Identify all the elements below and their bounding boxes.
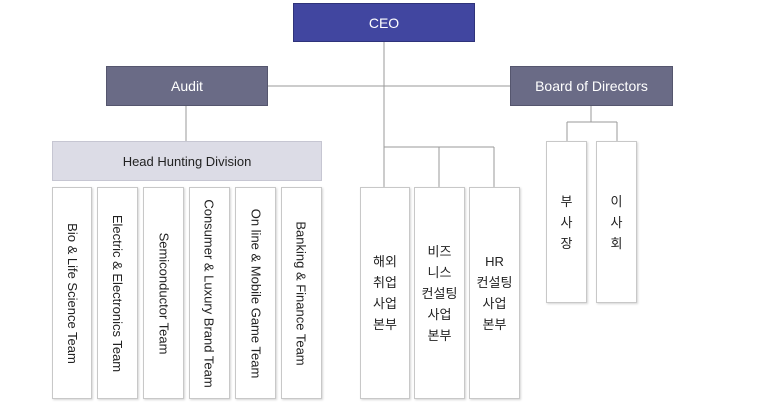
team-label: On line & Mobile Game Team (248, 208, 263, 378)
board-member-label: 이 사 회 (610, 193, 623, 251)
team-label: Banking & Finance Team (294, 220, 310, 366)
board-member-card-vice-president: 부 사 장 (546, 141, 587, 303)
hq-label: HR 컨설팅 사업 본부 (476, 254, 513, 332)
team-card-consumer-luxury-brand: Consumer & Luxury Brand Team (189, 187, 230, 399)
ceo-box: CEO (293, 3, 475, 42)
team-card-electric-electronics: Electric & Electronics Team (97, 187, 138, 399)
hq-label: 해외 취업 사업 본부 (373, 254, 397, 332)
team-card-bio-life-science: Bio & Life Science Team (52, 187, 92, 399)
board-of-directors-box: Board of Directors (510, 66, 673, 106)
audit-label: Audit (171, 78, 203, 94)
audit-box: Audit (106, 66, 268, 106)
hq-card-overseas-employment: 해외 취업 사업 본부 (360, 187, 410, 399)
hq-card-business-consulting: 비즈 니스 컨설팅 사업 본부 (414, 187, 465, 399)
hq-label: 비즈 니스 컨설팅 사업 본부 (421, 243, 458, 343)
hq-card-hr-consulting: HR 컨설팅 사업 본부 (469, 187, 520, 399)
head-hunting-division-box: Head Hunting Division (52, 141, 322, 181)
team-label: Consumer & Luxury Brand Team (202, 198, 218, 388)
team-label: Electric & Electronics Team (110, 214, 126, 372)
team-card-semiconductor: Semiconductor Team (143, 187, 184, 399)
board-member-label: 부 사 장 (560, 193, 573, 251)
ceo-label: CEO (368, 14, 400, 31)
team-card-online-mobile-game: On line & Mobile Game Team (235, 187, 276, 399)
head-hunting-label: Head Hunting Division (122, 153, 252, 169)
board-member-card-board: 이 사 회 (596, 141, 637, 303)
team-card-banking-finance: Banking & Finance Team (281, 187, 322, 399)
team-label: Semiconductor Team (156, 232, 171, 354)
board-label: Board of Directors (535, 78, 648, 94)
team-label: Bio & Life Science Team (64, 222, 80, 364)
